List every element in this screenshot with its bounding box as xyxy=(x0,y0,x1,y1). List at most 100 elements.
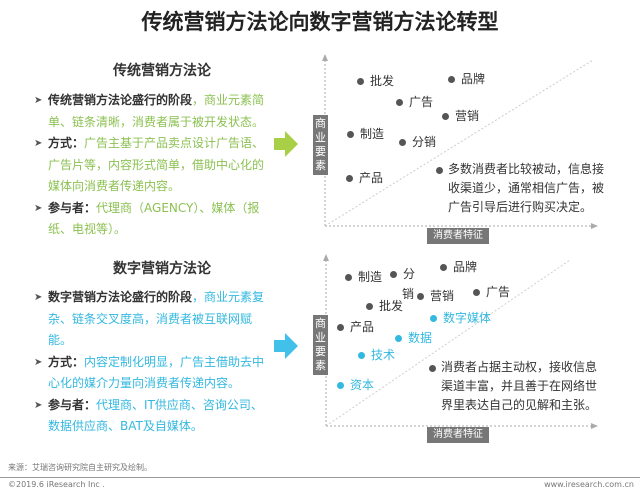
point-label: 分 xyxy=(403,267,416,281)
point-label: 广告 xyxy=(486,285,511,299)
x-axis-label: 消费者特征 xyxy=(427,427,489,443)
digital-axes xyxy=(323,254,598,429)
dot xyxy=(366,302,373,310)
point-label: 技术 xyxy=(371,348,396,362)
copyright: ©2019.6 iResearch Inc . xyxy=(8,480,105,489)
point-data: 数据 xyxy=(395,331,432,345)
green-arrow-icon xyxy=(274,131,298,157)
dot xyxy=(396,98,403,106)
bullet-text: 内容定制化明显，广告主借助去中心化的媒介力量向消费者传递内容。 xyxy=(48,354,265,391)
point-label: 制造 xyxy=(360,127,385,141)
point-distribution: 分销 xyxy=(399,135,436,149)
point-product: 产品 xyxy=(346,171,383,185)
dot xyxy=(390,270,397,278)
dot xyxy=(417,292,424,300)
point-advertising: 广告 xyxy=(473,285,510,299)
bullet-bold: 数字营销方法论盛行的阶段 xyxy=(48,290,193,304)
dot xyxy=(346,174,353,182)
point-label: 分销 xyxy=(412,135,437,149)
bullet-arrow-icon: ➤ xyxy=(34,202,43,214)
dot xyxy=(473,288,480,296)
dot xyxy=(358,351,365,359)
bullet: ➤ 方式：内容定制化明显，广告主借助去中心化的媒介力量向消费者传递内容。 xyxy=(34,352,272,395)
point-brand: 品牌 xyxy=(448,72,485,86)
dot xyxy=(395,334,402,342)
point-label: 数据 xyxy=(408,331,433,345)
point-brand: 品牌 xyxy=(440,260,477,274)
bullet-arrow-icon: ➤ xyxy=(34,138,43,149)
bullet-bold: 传统营销方法论盛行的阶段 xyxy=(48,93,193,107)
traditional-note: 多数消费者比较被动，信息接收渠道少，通常相信广告，被广告引导后进行购买决定。 xyxy=(448,162,605,214)
dot xyxy=(357,77,364,85)
y-axis-label: 商业要素 xyxy=(313,115,328,175)
footer-divider xyxy=(0,477,640,478)
source-note: 来源：艾瑞咨询研究院自主研究及绘制。 xyxy=(8,463,152,472)
traditional-bullets: ➤ 传统营销方法论盛行的阶段，商业元素简单、链条清晰，消费者属于被开发状态。 ➤ 方… xyxy=(34,90,272,241)
point-digital-media: 数字媒体 xyxy=(430,311,491,325)
bullet-bold: 参与者： xyxy=(48,397,97,412)
website-url: www.iresearch.com.cn xyxy=(544,480,634,489)
point-label: 数字媒体 xyxy=(443,311,492,325)
bullet-text: ，商业元素简单、链条清晰，消费者属于被开发状态。 xyxy=(48,93,265,129)
dot xyxy=(442,112,449,120)
dot xyxy=(337,381,344,389)
point-manufacturing: 制造 xyxy=(345,270,382,284)
digital-heading: 数字营销方法论 xyxy=(113,261,211,277)
point-label: 产品 xyxy=(359,171,384,185)
bullet-arrow-icon: ➤ xyxy=(34,95,43,106)
dot xyxy=(440,263,447,271)
x-axis-label: 消费者特征 xyxy=(427,228,489,244)
point-capital: 资本 xyxy=(337,378,374,392)
bullet-text: ，商业元素复杂、链条交叉度高，消费者被互联网赋能。 xyxy=(48,290,265,347)
point-label: 批发 xyxy=(370,74,395,88)
bullet: ➤ 传统营销方法论盛行的阶段，商业元素简单、链条清晰，消费者属于被开发状态。 xyxy=(34,90,272,133)
point-label: 营销 xyxy=(455,109,480,123)
bullet-arrow-icon: ➤ xyxy=(34,399,43,411)
bullet: ➤ 数字营销方法论盛行的阶段，商业元素复杂、链条交叉度高，消费者被互联网赋能。 xyxy=(34,287,272,352)
point-label: 资本 xyxy=(350,378,375,392)
bullet-arrow-icon: ➤ xyxy=(34,356,43,368)
point-manufacturing: 制造 xyxy=(347,127,384,141)
point-label: 批发 xyxy=(379,299,404,313)
dot xyxy=(448,75,455,83)
bullet: ➤ 方式：广告主基于产品卖点设计广告语、广告片等，内容形式简单，借助中心化的媒体向… xyxy=(34,133,272,198)
point-label: 品牌 xyxy=(461,72,486,86)
point-label: 品牌 xyxy=(453,260,478,274)
note-dot xyxy=(436,167,443,174)
dot xyxy=(399,138,406,146)
traditional-axes xyxy=(322,54,598,229)
bullet-text: 代理商、IT供应商、咨询公司、数据供应商、BAT及自媒体。 xyxy=(48,397,263,434)
bullet-bold: 方式： xyxy=(48,354,85,369)
y-axis-label: 商业要素 xyxy=(313,315,328,375)
point-wholesale: 批发 xyxy=(357,74,394,88)
bullet-bold: 方式： xyxy=(48,136,85,150)
digital-note: 消费者占据主动权，接收信息渠道丰富，并且善于在网络世界里表达自己的见解和主张。 xyxy=(441,360,598,412)
dot xyxy=(345,273,352,281)
point-technology: 技术 xyxy=(358,348,395,362)
point-label: 制造 xyxy=(358,270,383,284)
point-advertising: 广告 xyxy=(396,95,433,109)
point-marketing: 营销 xyxy=(442,109,479,123)
point-label: 广告 xyxy=(409,95,434,109)
bullet-text: 代理商（AGENCY）、媒体（报纸、电视等）。 xyxy=(48,200,260,237)
bullet: ➤ 参与者：代理商、IT供应商、咨询公司、数据供应商、BAT及自媒体。 xyxy=(34,395,272,438)
dot xyxy=(430,314,437,322)
page-title: 传统营销方法论向数字营销方法论转型 xyxy=(141,10,499,34)
point-wholesale: 批发 xyxy=(366,299,403,313)
bullet-bold: 参与者： xyxy=(48,200,97,215)
point-marketing: 营销 xyxy=(417,289,454,303)
point-label-continued: 销 xyxy=(402,287,415,301)
traditional-heading: 传统营销方法论 xyxy=(113,63,211,79)
bullet-text: 广告主基于产品卖点设计广告语、广告片等，内容形式简单，借助中心化的媒体向消费者传… xyxy=(48,136,265,193)
note-dot xyxy=(429,365,436,372)
digital-bullets: ➤ 数字营销方法论盛行的阶段，商业元素复杂、链条交叉度高，消费者被互联网赋能。 ➤… xyxy=(34,287,272,438)
dot xyxy=(337,323,344,331)
point-label: 营销 xyxy=(430,289,455,303)
bullet: ➤ 参与者：代理商（AGENCY）、媒体（报纸、电视等）。 xyxy=(34,198,272,241)
point-product: 产品 xyxy=(337,320,374,334)
cyan-arrow-icon xyxy=(274,333,298,359)
dot xyxy=(347,130,354,138)
point-distribution: 分 xyxy=(390,267,415,281)
bullet-arrow-icon: ➤ xyxy=(34,292,43,303)
point-label: 产品 xyxy=(350,320,375,334)
